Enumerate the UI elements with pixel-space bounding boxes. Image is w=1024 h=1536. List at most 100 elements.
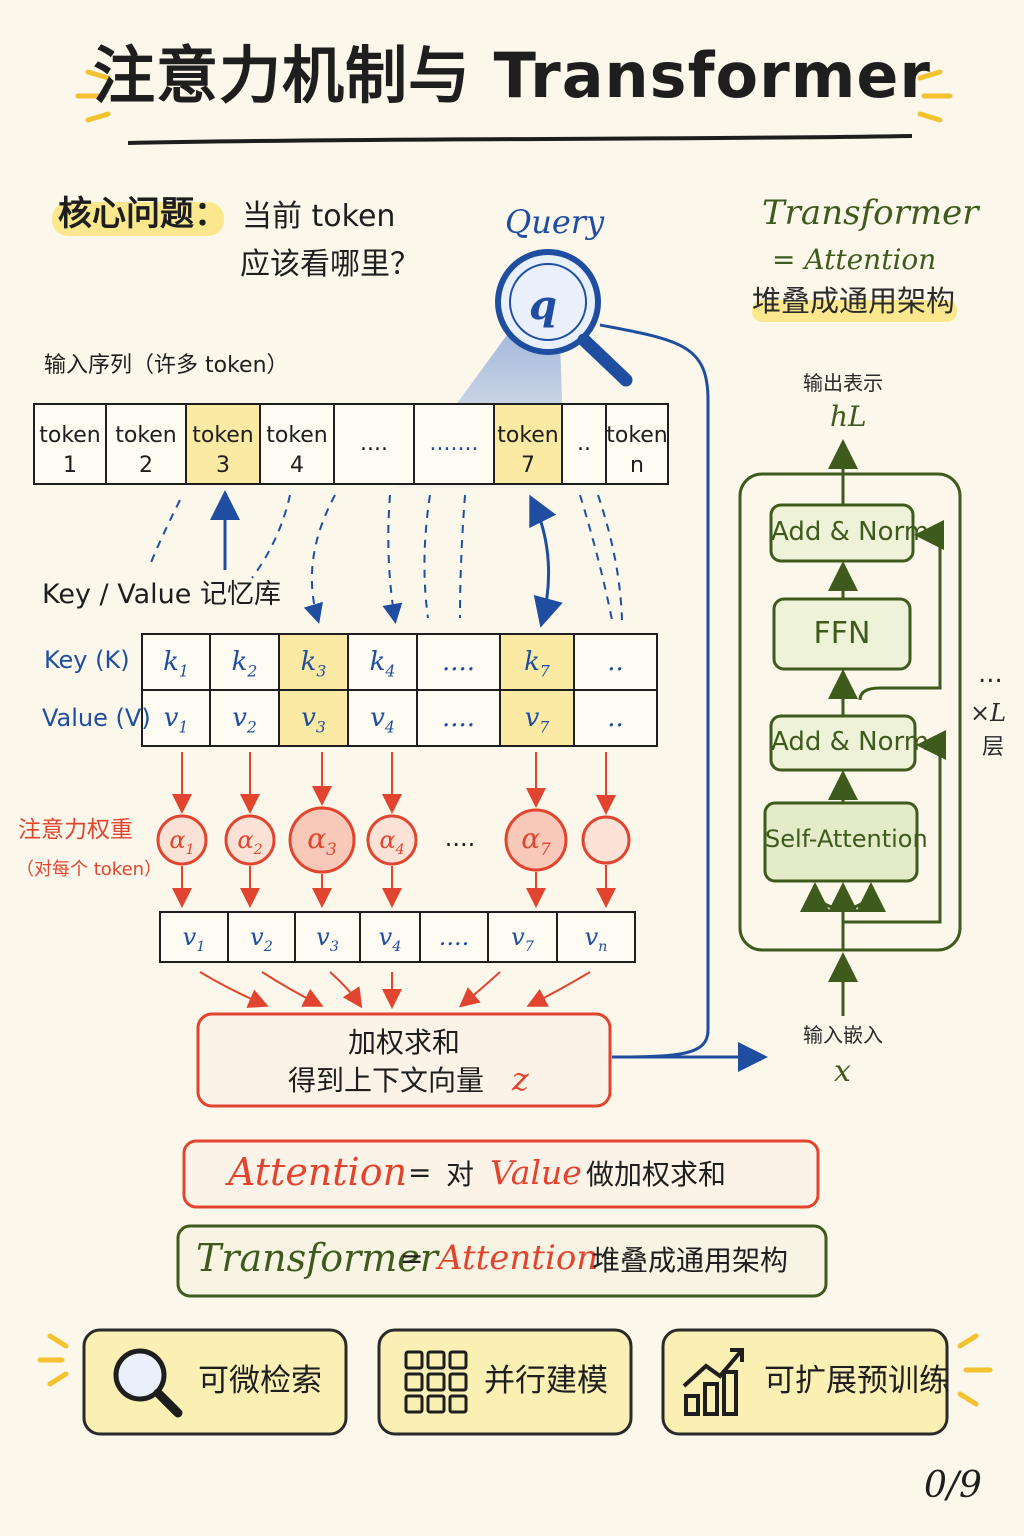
weighted-value-label: v3 <box>316 923 339 955</box>
page-title: 注意力机制与 Transformer <box>93 39 931 112</box>
transformer-header-line2: = Attention <box>772 243 937 276</box>
transformer-layer-box <box>738 472 962 952</box>
eq1-value: Value <box>490 1153 582 1192</box>
token-cell <box>33 403 107 485</box>
token-cell-label: token <box>606 423 668 448</box>
key-cell-label: k3 <box>301 647 327 681</box>
token-cell-index: 3 <box>216 453 230 478</box>
token-cell-index: 2 <box>139 453 153 478</box>
token-cell-index: n <box>630 453 644 478</box>
weighted-value-label: v2 <box>250 923 273 955</box>
title-sparkle-left <box>75 69 111 123</box>
weighted-value-cell <box>227 911 296 963</box>
transformer-header-line1: Transformer <box>762 193 979 233</box>
attention-equation-box <box>182 1139 820 1209</box>
transformer-arrows <box>800 439 946 1016</box>
token-cell-ellipsis: .. <box>577 431 591 456</box>
attention-weight-circle <box>156 814 208 866</box>
token-cell <box>333 403 415 485</box>
key-cell <box>209 633 280 691</box>
grid-icon-cell <box>426 1394 446 1414</box>
key-value-table: k1v1k2v2k3v3k4v4........k7v7.... <box>141 633 658 747</box>
weighted-value-label: vn <box>585 923 608 955</box>
token-cell <box>493 403 563 485</box>
attention-weight-circle <box>504 808 568 872</box>
cards-sparkle-left <box>37 1333 69 1387</box>
page-indicator: 0/9 <box>924 1465 982 1506</box>
value-cell-label: v3 <box>301 703 326 737</box>
attention-weight-label: α3 <box>307 822 337 859</box>
weighted-value-cell <box>556 911 636 963</box>
eq1-equals: = <box>408 1156 432 1189</box>
token-cell <box>259 403 335 485</box>
transformer-equation-box <box>176 1224 828 1298</box>
token-to-key-arrows <box>149 494 623 624</box>
value-cell <box>416 689 501 747</box>
grid-icon-cell <box>404 1350 424 1370</box>
eq1-to: 对 <box>446 1158 475 1191</box>
token-cell-label: token <box>192 423 254 448</box>
eq1-attention: Attention <box>228 1150 408 1194</box>
grid-icon-cell <box>404 1394 424 1414</box>
grid-icon-cell <box>426 1372 446 1392</box>
query-label: Query <box>505 203 605 241</box>
query-symbol: q <box>529 282 557 329</box>
weighted-value-label: v4 <box>379 923 402 955</box>
attention-weight-circle <box>224 814 276 866</box>
eq2-attention: Attention <box>438 1238 599 1278</box>
token-cell-ellipsis: .... <box>360 431 388 456</box>
value-cell-label: v4 <box>370 703 395 737</box>
token-cell <box>605 403 669 485</box>
key-cell-label: k2 <box>232 647 258 681</box>
eq1-weighted-sum: 做加权求和 <box>586 1158 727 1191</box>
token7-key-arrow <box>529 494 563 628</box>
weighted-value-label: v7 <box>511 923 535 955</box>
attention-weight-circle <box>288 806 356 874</box>
grid-icon-cell <box>448 1350 468 1370</box>
eq2-equals: = <box>400 1242 424 1275</box>
attention-weight-circle <box>581 815 631 865</box>
self-attention-label: Self-Attention <box>765 825 928 853</box>
value-cell <box>278 689 349 747</box>
value-cell-label: .. <box>607 703 624 733</box>
card-parallel-modeling <box>377 1328 633 1436</box>
output-symbol: hL <box>830 400 867 433</box>
sequence-label: 输入序列（许多 token） <box>44 353 289 378</box>
attention-weight-circle <box>366 814 418 866</box>
token-cell <box>561 403 607 485</box>
weighted-sum-line2: 得到上下文向量 <box>288 1064 485 1097</box>
grid-icon-cell <box>448 1394 468 1414</box>
attention-weights-sublabel: （对每个 token） <box>16 859 163 880</box>
key-cell-label: k7 <box>524 647 550 681</box>
token-cell-index: 1 <box>63 453 77 478</box>
attention-weight-ellipsis: .... <box>445 824 476 852</box>
value-cell <box>209 689 280 747</box>
token-cell <box>105 403 187 485</box>
core-question-label: 核心问题： <box>58 194 228 234</box>
title-underline <box>127 134 913 145</box>
context-vector-symbol: z <box>512 1060 529 1098</box>
grid-icon-cell <box>448 1372 468 1392</box>
value-cell-label: .... <box>442 703 475 733</box>
key-cell-label: .. <box>607 647 624 677</box>
value-cell-label: v7 <box>525 703 550 737</box>
add-norm-bottom-label: Add & Norm <box>771 727 930 757</box>
attention-weight-label: α1 <box>169 826 194 858</box>
magnifier-icon <box>113 1348 183 1418</box>
token-cell-ellipsis: ....... <box>430 431 479 456</box>
weighted-value-label: .... <box>439 923 470 951</box>
value-cell <box>573 689 658 747</box>
token-cell-label: token <box>266 423 328 448</box>
input-label: 输入嵌入 <box>803 1023 883 1047</box>
card-label-pretraining: 可扩展预训练 <box>764 1363 950 1399</box>
title-sparkle-right <box>917 69 953 123</box>
card-label-parallel: 并行建模 <box>484 1363 608 1399</box>
kv-memory-title: Key / Value 记忆库 <box>42 579 281 610</box>
repeat-unit: 层 <box>982 735 1005 760</box>
token-cell <box>185 403 261 485</box>
grid-icon <box>404 1350 468 1414</box>
key-cell-label: k1 <box>163 647 189 681</box>
token-cell-label: token <box>497 423 559 448</box>
token-cell <box>413 403 495 485</box>
